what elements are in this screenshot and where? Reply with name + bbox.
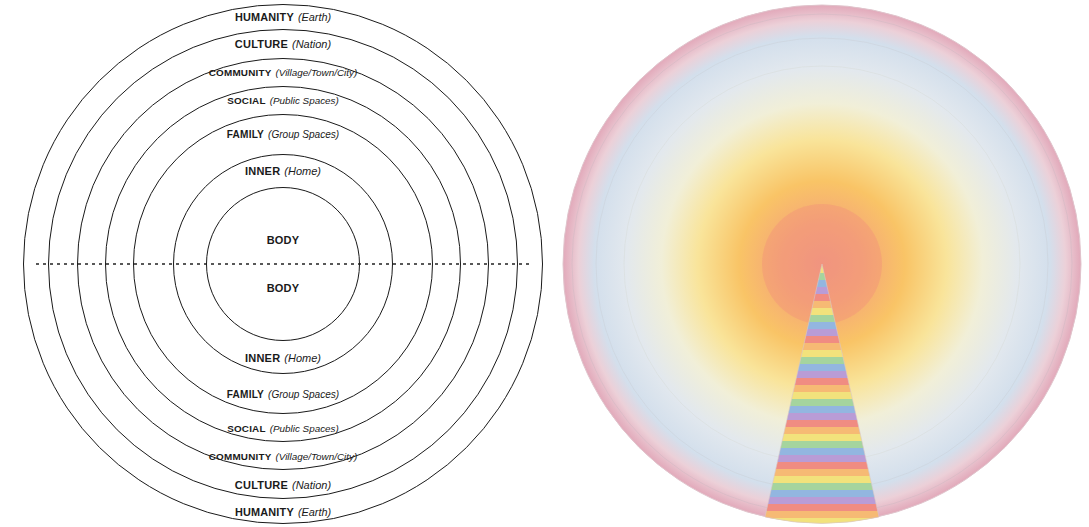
ring-circle [24,5,543,524]
ring-name: HUMANITY [235,11,294,23]
ring-name: SOCIAL [227,423,266,434]
ring-label-row: HUMANITY (Earth) [235,11,331,23]
ring-name: COMMUNITY [209,451,272,462]
ring-outline [206,187,360,341]
ring-label-row: COMMUNITY(Village/Town/City) [209,67,357,78]
ring-name: SOCIAL [227,95,266,106]
ring-circle [78,59,489,470]
ring-circle [49,30,518,499]
ring-place: (Nation) [292,38,331,50]
ring-name: INNER [245,165,280,177]
ring-label-row: FAMILY (Group Spaces) [227,389,339,400]
watercolor-disc [563,5,1081,523]
family-ring: FAMILY (Group Spaces) FAMILY (Group Spaces)… [133,114,433,414]
ring-place: (Group Spaces) [268,389,339,400]
rainbow-wedge [765,264,879,523]
ring-place: (Nation) [292,479,331,491]
ring-circle [174,155,393,374]
ring-label-row: CULTURE (Nation) [235,479,331,491]
ring-label-row: FAMILY (Group Spaces) [227,129,339,140]
ring-place: (Earth) [298,506,331,518]
ring-label-row: INNER (Home) [245,352,321,364]
ring-label-row: SOCIAL (Public Spaces) [227,95,339,106]
ring-name: BODY [267,282,300,294]
ring-outline [23,4,543,524]
divider-line [36,263,530,265]
culture-ring: CULTURE(Nation)CULTURE(Nation)COMMUNITY(… [48,29,518,499]
ring-place: (Home) [284,352,321,364]
community-ring: COMMUNITY(Village/Town/City)COMMUNITY(Vi… [77,58,489,470]
ring-outline [77,58,489,470]
ring-name: BODY [267,234,300,246]
ring-label-row: INNER (Home) [245,165,321,177]
ring-place: (Group Spaces) [268,129,339,140]
ring-name: INNER [245,352,280,364]
ring-name: HUMANITY [235,506,294,518]
ring-place: (Village/Town/City) [275,451,357,462]
ring-circle [134,115,433,414]
ring-place: (Public Spaces) [270,95,339,106]
inner-ring: INNER (Home) INNER (Home) BODY BODY [173,154,393,374]
ring-name: FAMILY [227,129,264,140]
ring-circle [106,87,461,442]
ring-name: FAMILY [227,389,264,400]
body-circle: BODY BODY [206,187,360,341]
ring-label-row: SOCIAL (Public Spaces) [227,423,339,434]
ring-label-row: HUMANITY (Earth) [235,506,331,518]
social-ring: SOCIAL (Public Spaces) SOCIAL (Public Space… [105,86,461,442]
ring-label-row: BODY [267,282,300,294]
ring-circle [207,188,360,341]
ring-outline [133,114,433,414]
ring-label-row: COMMUNITY(Village/Town/City) [209,451,357,462]
ring-name: COMMUNITY [209,67,272,78]
ring-place: (Earth) [298,11,331,23]
humanity-ring: HUMANITY (Earth) HUMANITY (Earth) CULTURE (Na… [23,4,543,524]
ring-name: CULTURE [235,479,288,491]
ring-label-row: BODY [267,234,300,246]
ring-place: (Village/Town/City) [275,67,357,78]
ring-place: (Public Spaces) [270,423,339,434]
ring-name: CULTURE [235,38,288,50]
ring-place: (Home) [284,165,321,177]
ring-label-row: CULTURE (Nation) [235,38,331,50]
